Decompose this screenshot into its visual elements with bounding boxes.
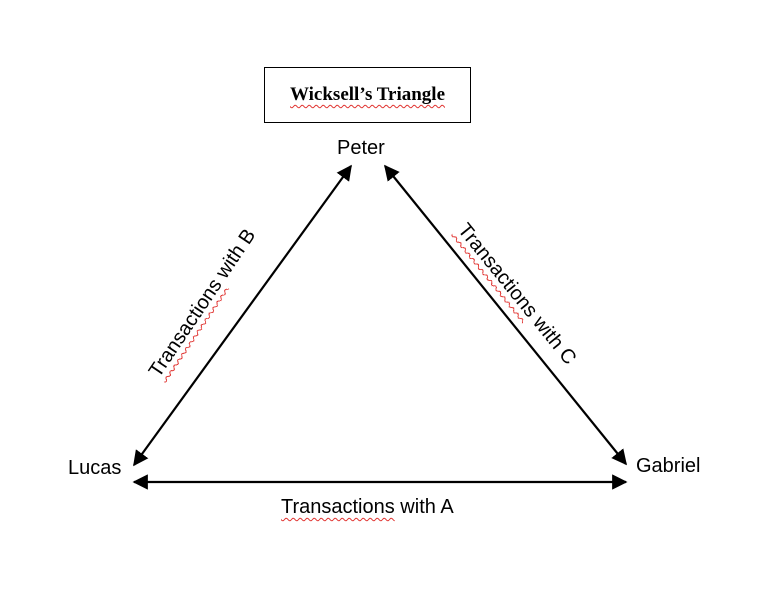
edge-label-a-prefix: Transactions — [281, 496, 395, 518]
edge-label-a-rest: with A — [394, 496, 454, 518]
title-box: Wicksell’s Triangle — [264, 67, 471, 123]
arrow-peter-gabriel — [384, 164, 627, 466]
node-peter: Peter — [337, 137, 385, 159]
node-gabriel: Gabriel — [636, 455, 701, 477]
node-lucas: Lucas — [68, 457, 122, 479]
edge-label-a: Transactions with A — [281, 496, 454, 519]
arrow-peter-lucas — [133, 164, 352, 467]
diagram-title: Wicksell’s Triangle — [290, 84, 445, 105]
